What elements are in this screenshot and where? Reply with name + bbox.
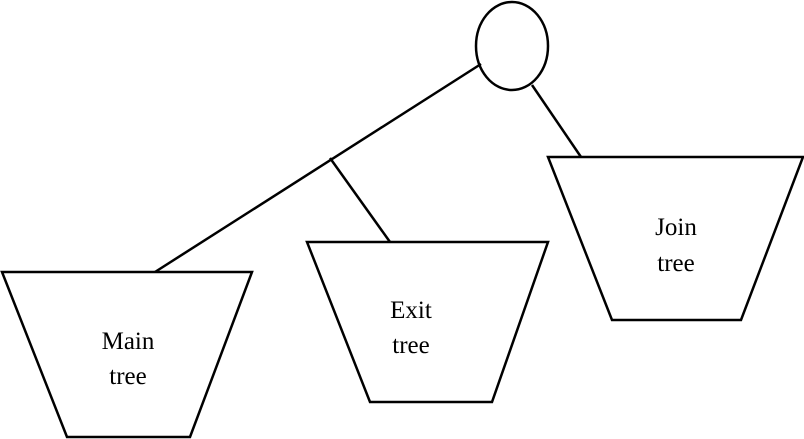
main-tree-label-2: tree xyxy=(109,363,146,390)
exit-tree-node: Exit tree xyxy=(305,240,550,404)
edge-root-to-join xyxy=(530,84,583,158)
join-tree-label-2: tree xyxy=(657,250,694,277)
join-tree-trapezoid xyxy=(546,155,804,322)
edge-branch-to-exit xyxy=(328,157,392,243)
main-tree-node: Main tree xyxy=(0,270,254,439)
exit-tree-label-1: Exit xyxy=(390,297,432,324)
edge-root-to-main xyxy=(154,62,482,274)
root-node xyxy=(474,0,550,92)
join-tree-label-1: Join xyxy=(655,214,697,241)
join-tree-node: Join tree xyxy=(546,155,804,322)
exit-tree-trapezoid xyxy=(305,240,550,404)
main-tree-label-1: Main xyxy=(102,328,155,355)
main-tree-trapezoid xyxy=(0,270,254,439)
exit-tree-label-2: tree xyxy=(392,332,429,359)
